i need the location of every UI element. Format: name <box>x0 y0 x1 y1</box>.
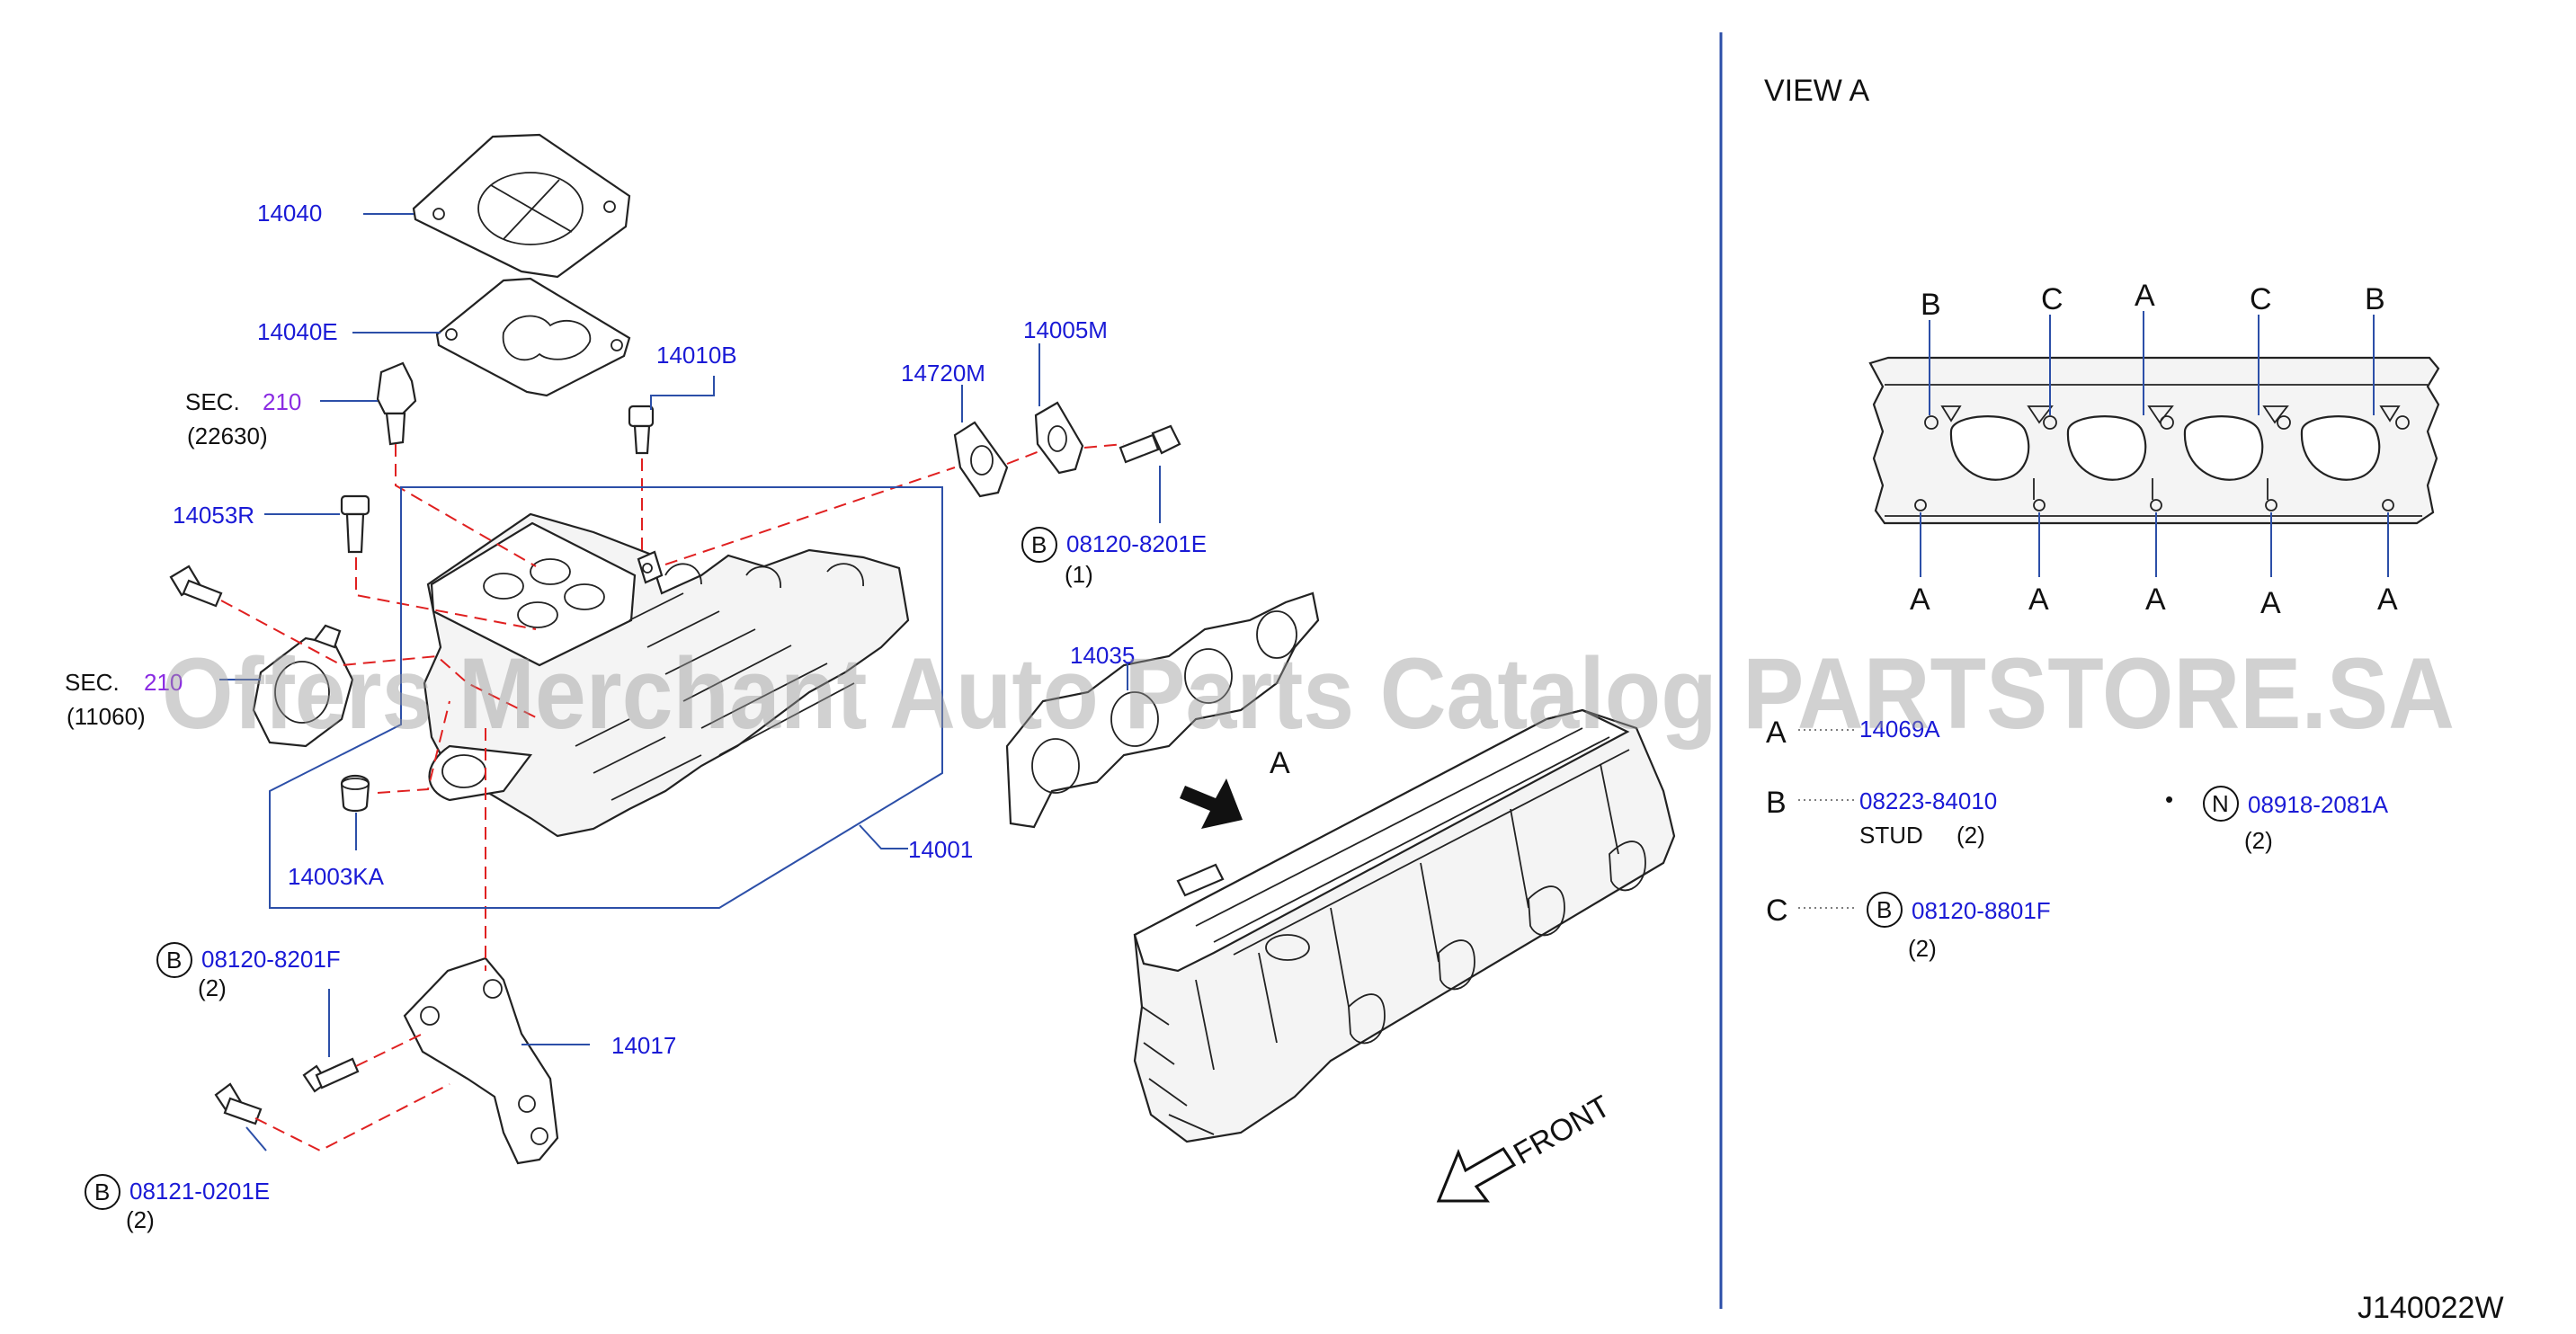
arrow-a-label: A <box>1270 746 1290 780</box>
view-a-arrow <box>1180 778 1243 829</box>
legend-c-part[interactable]: 08120-8801F <box>1912 897 2051 924</box>
bolt-3-part[interactable]: 08121-0201E <box>129 1178 270 1205</box>
bolt-08120-8201F <box>302 1057 360 1093</box>
legend-c-qty: (2) <box>1908 935 1937 962</box>
intake-manifold-14001 <box>423 512 910 838</box>
label-14001: 14001 <box>908 836 973 863</box>
legend-b-qty: (2) <box>1957 822 1985 849</box>
label-14035: 14035 <box>1070 642 1135 669</box>
view-a-bottom-label: A <box>2145 583 2166 617</box>
bolt-08120-8201E <box>1119 424 1181 464</box>
bolt-marker-b <box>1021 527 1057 563</box>
legend-c-marker-circle <box>1867 892 1903 928</box>
bracket-14017 <box>403 956 559 1165</box>
front-arrow-icon <box>1436 1147 1517 1203</box>
legend-c-letter: C <box>1766 894 1788 928</box>
phantom-lines <box>220 443 1125 1152</box>
label-14010B: 14010B <box>656 342 737 369</box>
view-a-leaders <box>1920 311 2389 577</box>
bolt-3-marker: B <box>94 1178 110 1205</box>
bolt-14010B <box>628 405 655 455</box>
label-14053R: 14053R <box>173 502 254 529</box>
bolt-2-qty: (2) <box>198 974 227 1001</box>
legend-b-part[interactable]: 08223-84010 <box>1859 787 1997 814</box>
label-14005M: 14005M <box>1023 316 1108 343</box>
bolt-3-qty: (2) <box>126 1206 155 1233</box>
view-a-title: VIEW A <box>1764 74 1869 108</box>
view-a-top-label: B <box>2365 282 2385 316</box>
view-a-bottom-label: A <box>1910 583 1930 617</box>
legend-b-desc: STUD <box>1859 822 1923 849</box>
bolt-2-marker: B <box>166 947 182 974</box>
plate-14005M <box>1034 401 1084 475</box>
sec-ref-1-label: SEC. <box>185 388 240 415</box>
bolt-marker-b <box>156 942 192 978</box>
legend-n-marker-circle <box>2203 786 2239 822</box>
bolt-water-outlet <box>169 565 223 608</box>
legend-n-bullet: • <box>2165 786 2173 813</box>
bolt-1-marker: B <box>1031 531 1047 558</box>
bolt-08121-0201E <box>214 1082 263 1125</box>
view-a-bottom-label: A <box>2260 586 2281 620</box>
bolt-marker-b <box>85 1174 120 1210</box>
sec-ref-1-sub: (22630) <box>187 422 268 449</box>
gasket-14040E <box>435 277 631 397</box>
label-14003KA: 14003KA <box>288 863 385 890</box>
legend-n-marker: N <box>2212 790 2229 817</box>
view-a-top-label: C <box>2250 282 2272 316</box>
bolt-14053R <box>340 494 370 554</box>
leader-lines <box>219 213 1161 1152</box>
bolt-2-part[interactable]: 08120-8201F <box>201 946 341 973</box>
plug-14003KA <box>340 774 370 813</box>
sec-ref-2-sub: (11060) <box>67 703 146 730</box>
view-a-bottom-label: A <box>2028 583 2049 617</box>
sec-ref-2-num[interactable]: 210 <box>144 669 183 696</box>
legend-a-letter: A <box>1766 716 1787 750</box>
legend-a-part[interactable]: 14069A <box>1859 716 1940 743</box>
legend-c-marker: B <box>1876 896 1892 923</box>
legend-n-part[interactable]: 08918-2081A <box>2248 791 2389 818</box>
gasket-14720M <box>953 421 1009 498</box>
view-a-top-label: C <box>2041 282 2063 316</box>
gasket-14035 <box>1005 591 1320 829</box>
view-a-bottom-label: A <box>2377 583 2398 617</box>
label-14040E: 14040E <box>257 318 338 345</box>
sec-ref-2-label: SEC. <box>65 669 120 696</box>
bolt-1-qty: (1) <box>1065 561 1093 588</box>
legend-b-letter: B <box>1766 786 1787 820</box>
front-label: FRONT <box>1508 1089 1616 1170</box>
view-a-top-label: A <box>2135 279 2155 313</box>
water-temp-sensor <box>376 361 417 446</box>
diagram-id: J140022W <box>2358 1291 2504 1325</box>
throttle-chamber-14040 <box>412 133 631 279</box>
cylinder-head-view-a <box>1868 356 2440 525</box>
legend-n-qty: (2) <box>2244 827 2273 854</box>
water-outlet <box>252 624 354 748</box>
label-14040: 14040 <box>257 200 322 227</box>
view-a-top-label: B <box>1921 288 1941 322</box>
bolt-1-part[interactable]: 08120-8201E <box>1066 530 1207 557</box>
label-14017: 14017 <box>611 1032 676 1059</box>
cylinder-head <box>1133 708 1676 1143</box>
watermark: Offers Merchant Auto Parts Catalog PARTS… <box>162 637 2455 750</box>
sec-ref-1-num[interactable]: 210 <box>263 388 301 415</box>
label-14720M: 14720M <box>901 360 985 387</box>
